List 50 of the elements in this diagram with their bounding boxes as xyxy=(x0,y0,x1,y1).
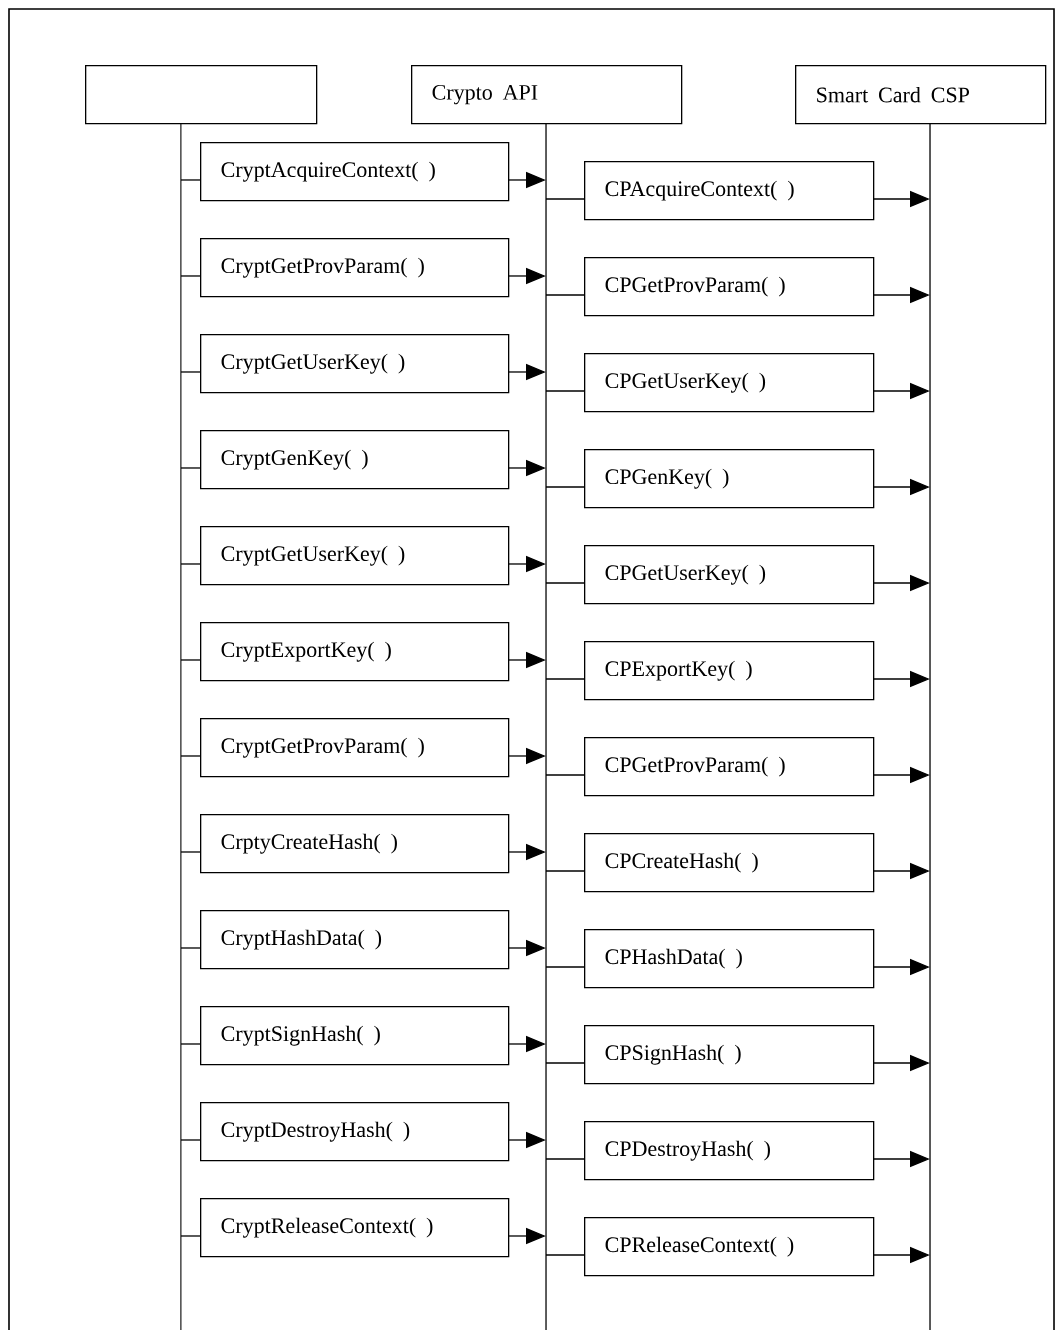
connector-line xyxy=(545,966,585,968)
connector-line xyxy=(180,947,201,949)
call-box: CryptGenKey( ) xyxy=(200,430,510,490)
connector-line xyxy=(545,870,585,872)
call-box: CPAcquireContext( ) xyxy=(584,161,875,221)
call-box: CryptExportKey( ) xyxy=(200,622,510,682)
call-box: CryptGetProvParam( ) xyxy=(200,238,510,298)
connector-line xyxy=(545,774,585,776)
connector-line xyxy=(180,563,201,565)
connector-line xyxy=(180,1043,201,1045)
call-box: CryptGetProvParam( ) xyxy=(200,718,510,778)
call-box: CPReleaseContext( ) xyxy=(584,1217,875,1277)
call-box: CPHashData( ) xyxy=(584,929,875,989)
connector-line xyxy=(545,678,585,680)
connector-line xyxy=(545,1062,585,1064)
connector-line xyxy=(545,390,585,392)
connector-line xyxy=(180,851,201,853)
call-box: CryptHashData( ) xyxy=(200,910,510,970)
call-box: CPDestroyHash( ) xyxy=(584,1121,875,1181)
connector-line xyxy=(180,659,201,661)
call-box: CryptDestroyHash( ) xyxy=(200,1102,510,1162)
call-box: CryptReleaseContext( ) xyxy=(200,1198,510,1258)
connector-line xyxy=(545,486,585,488)
call-box: CPGetProvParam( ) xyxy=(584,257,875,317)
call-box: CryptSignHash( ) xyxy=(200,1006,510,1066)
connector-line xyxy=(180,1235,201,1237)
connector-line xyxy=(180,755,201,757)
connector-line xyxy=(545,1254,585,1256)
connector-line xyxy=(545,198,585,200)
connector-line xyxy=(545,582,585,584)
connector-line xyxy=(180,179,201,181)
call-box: CPSignHash( ) xyxy=(584,1025,875,1085)
call-box: CryptGetUserKey( ) xyxy=(200,526,510,586)
call-box: CPGetUserKey( ) xyxy=(584,353,875,413)
participant-box: Smart Card CSP xyxy=(795,64,1047,125)
call-box: CPGetProvParam( ) xyxy=(584,737,875,797)
call-box: CPExportKey( ) xyxy=(584,641,875,701)
connector-line xyxy=(180,275,201,277)
call-box: CPCreateHash( ) xyxy=(584,833,875,893)
connector-line xyxy=(180,1139,201,1141)
connector-line xyxy=(180,371,201,373)
call-box: CryptAcquireContext( ) xyxy=(200,142,510,202)
call-box: CPGetUserKey( ) xyxy=(584,545,875,605)
connector-line xyxy=(545,1158,585,1160)
call-box: CrptyCreateHash( ) xyxy=(200,814,510,874)
connector-line xyxy=(180,467,201,469)
connector-line xyxy=(545,294,585,296)
call-box: CPGenKey( ) xyxy=(584,449,875,509)
participant-box: Crypto API xyxy=(411,64,683,125)
call-box: CryptGetUserKey( ) xyxy=(200,334,510,394)
